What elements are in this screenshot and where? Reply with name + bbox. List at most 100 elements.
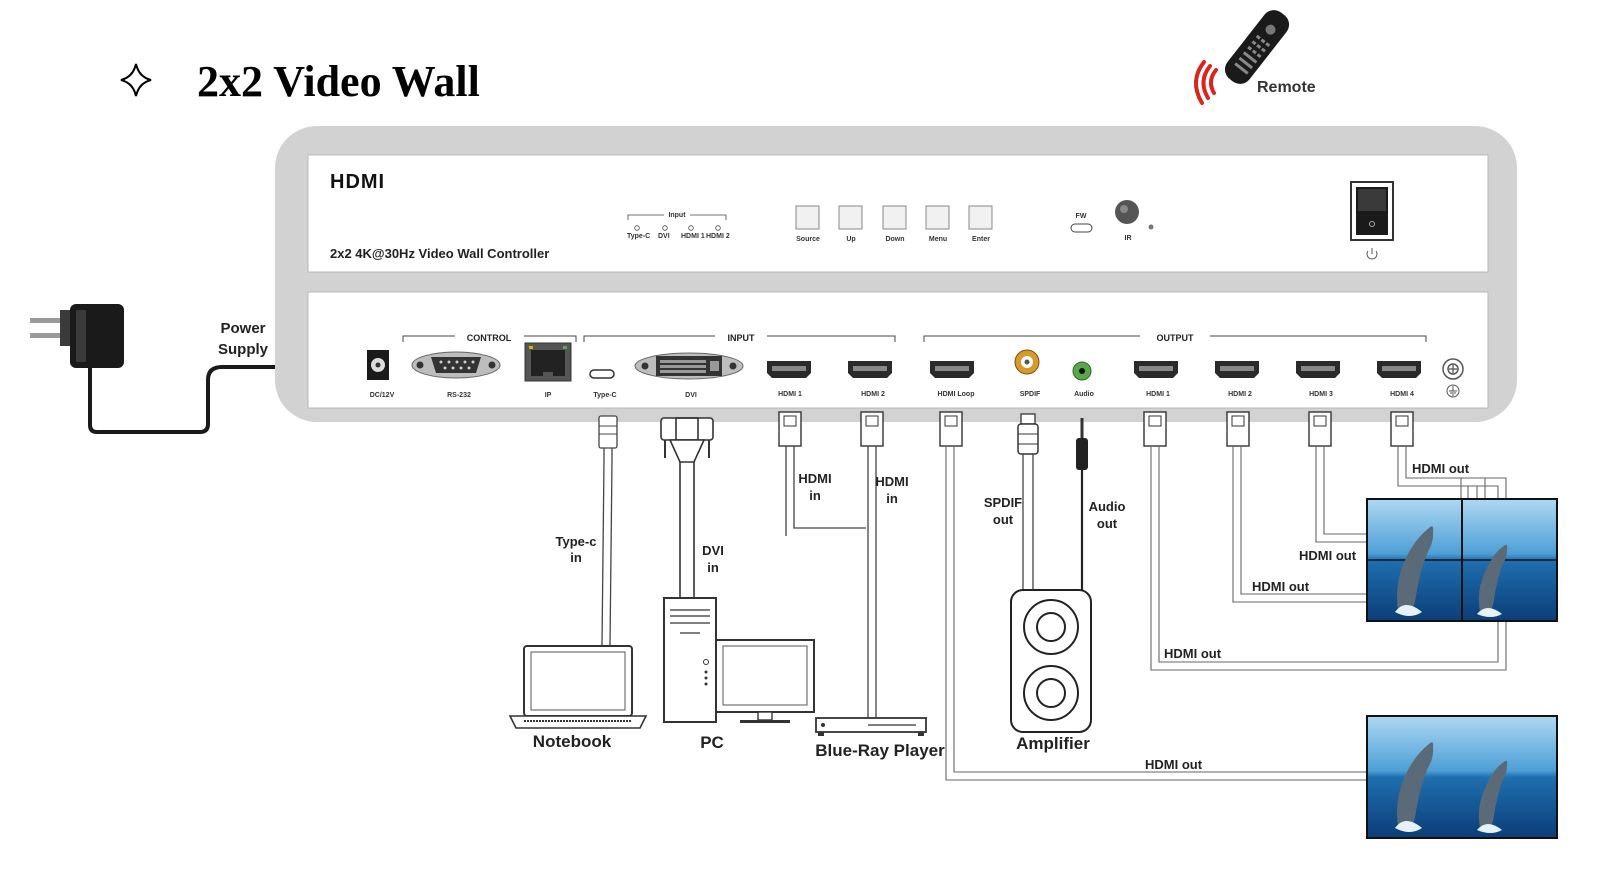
button-label-down: Down <box>885 236 904 243</box>
ground-symbol-icon <box>1446 384 1460 398</box>
hdmi-loop-port[interactable] <box>930 361 974 378</box>
led-icon <box>634 225 640 231</box>
typec-cable-label-2: in <box>570 550 582 565</box>
fw-usb-port[interactable] <box>1070 223 1093 233</box>
hdmi-out3-cable <box>1308 411 1368 543</box>
hdmi-out2-cable <box>1226 411 1368 603</box>
front-button-enter[interactable]: Enter <box>968 205 993 243</box>
hdmi-out-label: HDMI out <box>1145 757 1203 772</box>
hdmi-out-label: HDMI out <box>1299 548 1357 563</box>
power-symbol-icon <box>1366 248 1378 260</box>
hdmi-in1-cable <box>778 411 866 536</box>
dc-power-jack[interactable] <box>367 350 389 380</box>
hdmi-in2-cable-label-1: HDMI <box>875 474 908 489</box>
hdmi-loop-cable <box>939 411 1368 781</box>
hdmi-out-label: HDMI out <box>1252 579 1310 594</box>
audio-cable-label-1: Audio <box>1089 499 1126 514</box>
notebook-label: Notebook <box>533 732 612 751</box>
front-button-menu[interactable]: Menu <box>925 205 950 243</box>
dolphin-icon <box>1395 742 1434 832</box>
notebook <box>508 645 648 729</box>
hdmi-loop-port-label: HDMI Loop <box>938 391 975 398</box>
front-button-up[interactable]: Up <box>838 205 863 243</box>
bluray-label: Blue-Ray Player <box>815 741 945 760</box>
hdmi-in1-port[interactable] <box>767 361 811 378</box>
dvi-port-label: DVI <box>685 392 697 399</box>
four-point-star-icon <box>120 63 152 97</box>
hdmi-out2-port[interactable] <box>1215 361 1259 378</box>
hdmi-in2-cable-label-2: in <box>886 491 898 506</box>
ir-receiver-icon <box>1115 200 1139 224</box>
led-icon <box>688 225 694 231</box>
spdif-port[interactable] <box>1014 349 1040 375</box>
led-label-dvi: DVI <box>658 233 670 240</box>
hdmi-out1-port-label: HDMI 1 <box>1146 391 1170 398</box>
power-cable <box>88 365 290 434</box>
led-icon <box>662 225 668 231</box>
input-group-label: INPUT <box>728 333 756 343</box>
audio-jack[interactable] <box>1072 361 1092 381</box>
hdmi-in2-cable <box>860 411 884 720</box>
hdmi-in1-cable-label-1: HDMI <box>798 471 831 486</box>
ground-terminal[interactable] <box>1442 358 1464 380</box>
hdmi-out4-port[interactable] <box>1377 361 1421 378</box>
hdmi-out-label: HDMI out <box>1412 461 1470 476</box>
hdmi-out1-port[interactable] <box>1134 361 1178 378</box>
power-label-line1: Power <box>220 320 265 337</box>
dvi-cable-label-1: DVI <box>702 543 724 558</box>
hdmi-in1-port-label: HDMI 1 <box>778 391 802 398</box>
power-switch[interactable] <box>1350 181 1394 241</box>
hdmi-out4-port-label: HDMI 4 <box>1390 391 1414 398</box>
hdmi-in2-port[interactable] <box>848 361 892 378</box>
input-indicator-label: Input <box>668 212 686 219</box>
dolphin-icon <box>1477 760 1508 833</box>
power-adapter <box>30 304 124 368</box>
led-label-hdmi2: HDMI 2 <box>706 233 730 240</box>
dolphin-icon <box>1477 544 1508 617</box>
button-label-up: Up <box>846 236 855 243</box>
button-label-enter: Enter <box>972 236 990 243</box>
hdmi-out2-port-label: HDMI 2 <box>1228 391 1252 398</box>
video-wall-controller: HDMI 2x2 4K@30Hz Video Wall Controller I… <box>275 126 1517 422</box>
loop-display <box>1366 715 1558 839</box>
spdif-cable <box>1017 413 1039 592</box>
dvi-cable-label-2: in <box>707 560 719 575</box>
amplifier-label: Amplifier <box>1016 734 1090 753</box>
ir-led-icon <box>1148 224 1154 230</box>
spdif-port-label: SPDIF <box>1020 391 1041 398</box>
model-name: 2x2 4K@30Hz Video Wall Controller <box>330 246 549 261</box>
audio-port-label: Audio <box>1074 391 1094 398</box>
rs232-port-label: RS-232 <box>447 392 471 399</box>
power-label-line2: Supply <box>218 341 269 358</box>
hdmi-out3-port[interactable] <box>1296 361 1340 378</box>
typec-cable-label-1: Type-c <box>556 534 597 549</box>
video-wall-2x2 <box>1366 498 1558 622</box>
button-label-menu: Menu <box>929 236 947 243</box>
rs232-port[interactable] <box>411 351 501 379</box>
page-title: 2x2 Video Wall <box>197 57 480 106</box>
output-group-label: OUTPUT <box>1157 333 1195 343</box>
dolphin-icon <box>1395 526 1434 616</box>
hdmi-in2-port-label: HDMI 2 <box>861 391 885 398</box>
typec-port[interactable] <box>589 369 615 379</box>
hdmi-logo: HDMI <box>330 171 385 193</box>
control-group-label: CONTROL <box>467 333 512 343</box>
title-block: 2x2 Video Wall <box>120 57 480 106</box>
spdif-cable-label-2: out <box>993 512 1014 527</box>
typec-port-label: Type-C <box>593 392 616 399</box>
dvi-port[interactable] <box>634 352 744 380</box>
pc <box>663 597 815 723</box>
pc-label: PC <box>700 733 724 752</box>
led-icon <box>715 225 721 231</box>
typec-cable <box>598 415 618 647</box>
amplifier <box>1010 589 1092 733</box>
front-button-down[interactable]: Down <box>882 205 907 243</box>
front-button-source[interactable]: Source <box>795 205 820 243</box>
led-label-typec: Type-C <box>627 233 650 240</box>
bluray-player <box>815 717 927 736</box>
hdmi-out4-cable <box>1390 411 1486 500</box>
ethernet-port[interactable] <box>524 342 572 382</box>
remote-control-icon <box>1224 10 1290 84</box>
